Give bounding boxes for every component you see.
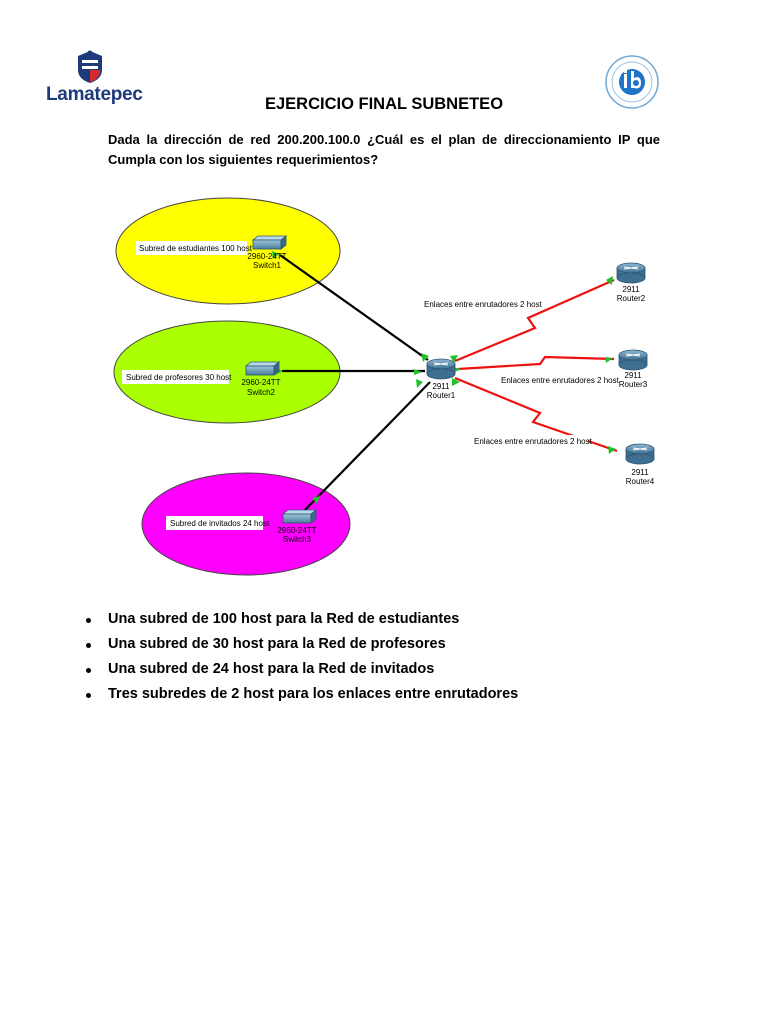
bullet-icon — [86, 643, 91, 648]
ib-logo — [600, 54, 664, 110]
bullet-icon — [86, 668, 91, 673]
serial-link-router3 — [457, 355, 615, 371]
svg-text:Enlaces entre enrutadores 2 ho: Enlaces entre enrutadores 2 host — [474, 437, 593, 446]
students-subnet-label: Subred de estudiantes 100 host — [136, 241, 253, 255]
serial-link-router2 — [454, 278, 615, 363]
router1: 2911 Router1 — [426, 358, 456, 400]
requirement-item: Tres subredes de 2 host para los enlaces… — [86, 682, 518, 707]
svg-text:2960-24TT: 2960-24TT — [247, 252, 286, 261]
crest-icon — [78, 50, 102, 83]
svg-text:2911: 2911 — [631, 468, 649, 477]
svg-text:Router3: Router3 — [619, 380, 648, 389]
port-status-indicators — [272, 251, 616, 504]
link-switch1-router1 — [279, 254, 429, 361]
bullet-icon — [86, 693, 91, 698]
switch1: 2960-24TT Switch1 — [247, 235, 288, 270]
router-link-label-2: Enlaces entre enrutadores 2 host — [497, 374, 620, 387]
requirements-list: Una subred de 100 host para la Red de es… — [86, 607, 518, 707]
requirement-text: Una subred de 24 host para la Red de inv… — [108, 661, 435, 677]
svg-text:2911: 2911 — [624, 371, 642, 380]
svg-text:Enlaces entre enrutadores 2 ho: Enlaces entre enrutadores 2 host — [424, 300, 543, 309]
svg-text:Router4: Router4 — [626, 477, 655, 486]
svg-text:Enlaces entre enrutadores 2 ho: Enlaces entre enrutadores 2 host — [501, 376, 620, 385]
requirement-text: Una subred de 30 host para la Red de pro… — [108, 636, 446, 652]
requirement-item: Una subred de 30 host para la Red de pro… — [86, 632, 518, 657]
requirement-text: Tres subredes de 2 host para los enlaces… — [108, 686, 519, 702]
svg-text:2911: 2911 — [432, 382, 450, 391]
link-switch3-router1 — [302, 381, 431, 513]
svg-text:Router1: Router1 — [427, 391, 456, 400]
svg-text:Subred de invitados 24 host: Subred de invitados 24 host — [170, 519, 270, 528]
page-title: EJERCICIO FINAL SUBNETEO — [264, 95, 504, 113]
svg-text:Switch3: Switch3 — [283, 535, 312, 544]
svg-text:2960-24TT: 2960-24TT — [277, 526, 316, 535]
router4: 2911 Router4 — [625, 443, 655, 486]
school-logo: Lamatepec — [44, 48, 144, 108]
svg-text:Subred de profesores 30 host: Subred de profesores 30 host — [126, 373, 232, 382]
intro-paragraph: Dada la dirección de red 200.200.100.0 ¿… — [108, 132, 660, 167]
svg-text:Router2: Router2 — [617, 294, 646, 303]
switch2: 2960-24TT Switch2 — [241, 361, 281, 397]
router-link-label-3: Enlaces entre enrutadores 2 host — [470, 435, 593, 448]
ib-world-school-icon — [605, 55, 659, 109]
network-diagram: Subred de estudiantes 100 host Subred de… — [113, 197, 655, 576]
bullet-icon — [86, 618, 91, 623]
requirement-item: Una subred de 24 host para la Red de inv… — [86, 657, 518, 682]
switch3: 2960-24TT Switch3 — [277, 509, 318, 544]
router2: 2911 Router2 — [616, 262, 646, 303]
svg-text:2960-24TT: 2960-24TT — [241, 378, 280, 387]
requirement-item: Una subred de 100 host para la Red de es… — [86, 607, 518, 632]
requirement-text: Una subred de 100 host para la Red de es… — [108, 611, 460, 627]
svg-text:Switch1: Switch1 — [253, 261, 282, 270]
teachers-subnet-label: Subred de profesores 30 host — [122, 370, 232, 384]
svg-text:2911: 2911 — [622, 285, 640, 294]
router3: 2911 Router3 — [618, 349, 648, 389]
router-link-label-1: Enlaces entre enrutadores 2 host — [421, 298, 543, 311]
svg-text:Switch2: Switch2 — [247, 388, 276, 397]
guests-subnet-label: Subred de invitados 24 host — [166, 516, 270, 530]
school-name: Lamatepec — [46, 84, 143, 105]
svg-text:Subred de estudiantes 100 host: Subred de estudiantes 100 host — [139, 244, 253, 253]
